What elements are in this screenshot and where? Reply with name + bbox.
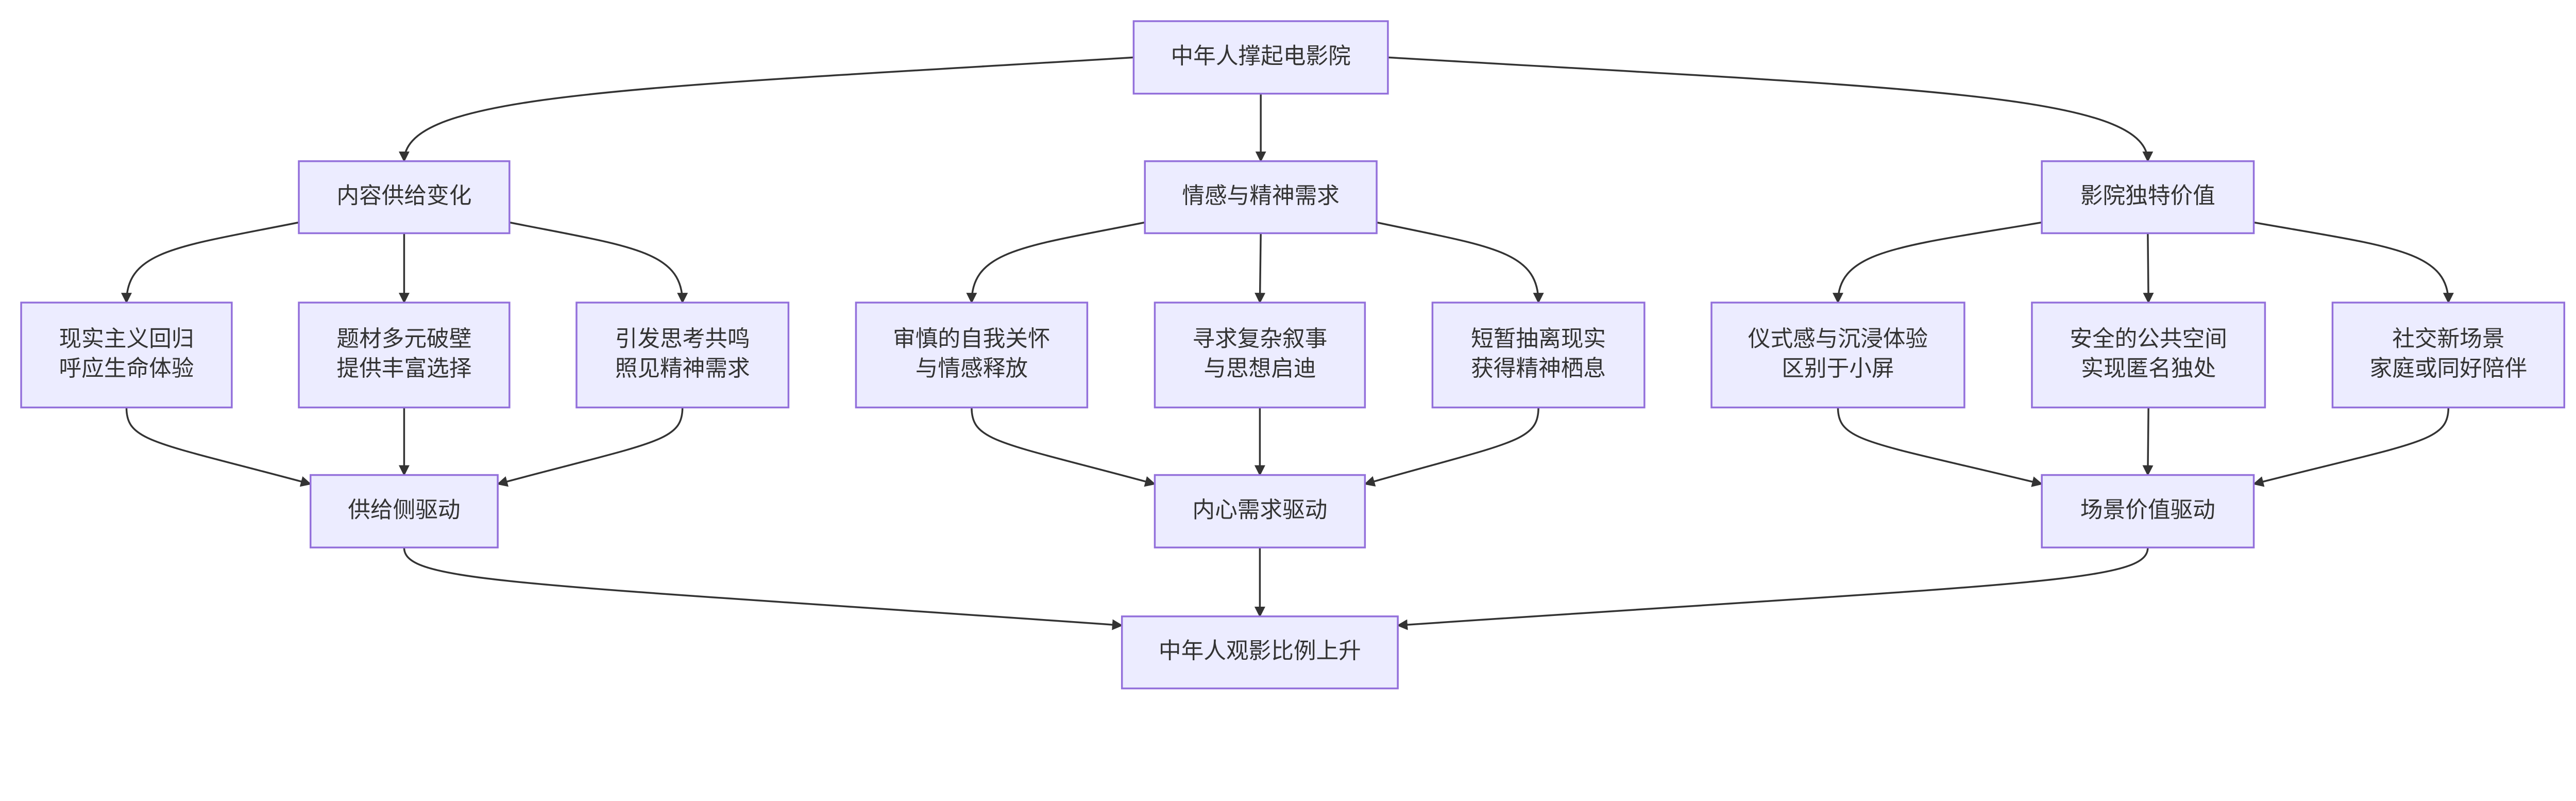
node-label: 实现匿名独处 xyxy=(2081,356,2216,382)
node-f: 中年人观影比例上升 xyxy=(1121,615,1399,690)
edge-ad-to-f xyxy=(403,547,1123,630)
node-label: 短暂抽离现实 xyxy=(1471,326,1606,352)
node-c: 影院独特价值 xyxy=(2041,160,2255,235)
node-box xyxy=(1132,20,1389,95)
node-label: 区别于小屏 xyxy=(1782,356,1894,382)
node-label: 安全的公共空间 xyxy=(2070,326,2227,352)
node-label: 与情感释放 xyxy=(916,356,1028,382)
node-label: 审慎的自我关怀 xyxy=(893,326,1050,352)
edge-b1-to-bd xyxy=(971,407,1156,487)
node-label: 引发思考共鸣 xyxy=(615,326,750,352)
edge-b-to-b3 xyxy=(1376,221,1544,304)
node-box xyxy=(1144,160,1378,235)
node-label: 中年人观影比例上升 xyxy=(1159,638,1361,664)
node-label: 影院独特价值 xyxy=(2080,183,2215,209)
node-label: 社交新场景 xyxy=(2392,326,2504,352)
edge-root-to-c xyxy=(1387,56,2154,162)
node-label: 中年人撑起电影院 xyxy=(1171,43,1351,69)
flowchart-diagram: 中年人撑起电影院内容供给变化情感与精神需求影院独特价值现实主义回归呼应生命体验题… xyxy=(20,20,2566,690)
node-a: 内容供给变化 xyxy=(298,160,511,235)
node-b: 情感与精神需求 xyxy=(1144,160,1378,235)
edge-b-to-b1 xyxy=(966,221,1145,304)
node-box xyxy=(2041,474,2255,548)
node-box xyxy=(575,302,790,409)
node-box xyxy=(2331,302,2566,409)
node-label: 内心需求驱动 xyxy=(1192,497,1327,523)
node-box xyxy=(1121,615,1399,690)
node-box xyxy=(309,474,499,548)
node-box xyxy=(20,302,233,409)
node-box xyxy=(2041,160,2255,235)
edge-a1-to-ad xyxy=(125,407,312,487)
node-box xyxy=(1154,474,1366,548)
nodes-layer: 中年人撑起电影院内容供给变化情感与精神需求影院独特价值现实主义回归呼应生命体验题… xyxy=(20,20,2566,690)
edge-cd-to-f xyxy=(1397,547,2149,630)
node-label: 家庭或同好陪伴 xyxy=(2370,356,2528,382)
node-label: 现实主义回归 xyxy=(59,326,194,352)
node-label: 提供丰富选择 xyxy=(336,356,471,382)
node-box xyxy=(1431,302,1646,409)
edge-c-to-c3 xyxy=(2253,221,2454,304)
edge-a3-to-ad xyxy=(497,407,684,487)
node-label: 供给侧驱动 xyxy=(348,497,460,523)
edge-root-to-a xyxy=(399,56,1134,162)
node-label: 场景价值驱动 xyxy=(2080,497,2215,523)
node-label: 呼应生命体验 xyxy=(59,356,194,382)
node-box xyxy=(2031,302,2266,409)
edge-a-to-a1 xyxy=(121,221,299,304)
node-label: 照见精神需求 xyxy=(615,356,750,382)
node-box xyxy=(855,302,1089,409)
node-label: 情感与精神需求 xyxy=(1182,183,1340,209)
node-box xyxy=(1154,302,1366,409)
edge-a-to-a3 xyxy=(509,221,688,304)
node-label: 寻求复杂叙事 xyxy=(1192,326,1327,352)
edge-b3-to-bd xyxy=(1364,407,1539,487)
edge-b-to-b2 xyxy=(1255,233,1266,304)
edge-c1-to-cd xyxy=(1837,407,2043,487)
node-cd: 场景价值驱动 xyxy=(2041,474,2255,548)
edge-c-to-c1 xyxy=(1832,221,2042,304)
edges-layer xyxy=(121,56,2454,630)
node-box xyxy=(298,302,511,409)
node-ad: 供给侧驱动 xyxy=(309,474,499,548)
node-label: 仪式感与沉浸体验 xyxy=(1748,326,1928,352)
node-label: 题材多元破壁 xyxy=(336,326,471,352)
edge-c3-to-cd xyxy=(2252,407,2450,487)
node-bd: 内心需求驱动 xyxy=(1154,474,1366,548)
node-label: 与思想启迪 xyxy=(1204,356,1316,382)
node-label: 内容供给变化 xyxy=(336,183,471,209)
node-box xyxy=(1710,302,1965,409)
node-label: 获得精神栖息 xyxy=(1471,356,1606,382)
node-box xyxy=(298,160,511,235)
node-root: 中年人撑起电影院 xyxy=(1132,20,1389,95)
